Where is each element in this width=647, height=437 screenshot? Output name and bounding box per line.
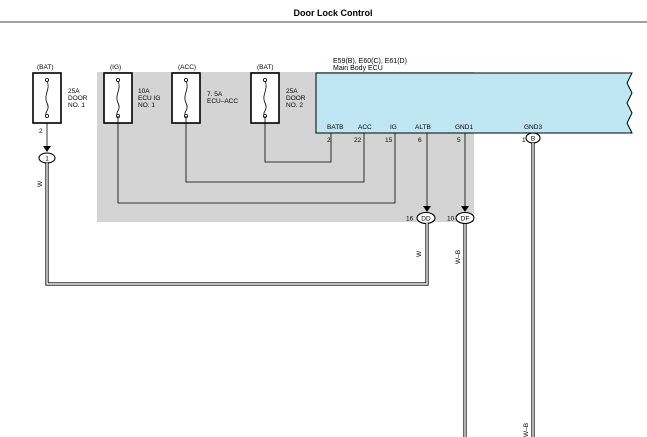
fuse4-name2: NO. 2 bbox=[286, 102, 303, 109]
diagram-title: Door Lock Control bbox=[294, 8, 373, 18]
terminal-gnd1: GND1 bbox=[455, 124, 473, 131]
fuse2-name2: NO. 1 bbox=[138, 102, 155, 109]
fuse1-terminal-top bbox=[45, 78, 50, 83]
terminal-altb: ALTB bbox=[415, 124, 431, 131]
wire-label-w-mid: W bbox=[416, 250, 423, 257]
junction-connector-label: 1 bbox=[45, 156, 49, 163]
pin-ig: 15 bbox=[385, 137, 393, 144]
fuse4-name1: DOOR bbox=[286, 95, 306, 102]
pin-batb: 2 bbox=[327, 137, 331, 144]
wire-w-loop-core bbox=[46, 163, 428, 285]
fuse3-terminal-top bbox=[183, 78, 188, 83]
pin-acc: 22 bbox=[354, 137, 362, 144]
fuse1-element-icon bbox=[45, 80, 49, 116]
arrow-icon bbox=[461, 206, 469, 212]
fuse1-pin: 2 bbox=[39, 128, 43, 135]
main-body-ecu bbox=[315, 72, 633, 134]
fuse1-rating: 25A bbox=[68, 88, 80, 95]
fuse2-source: (IG) bbox=[110, 64, 121, 71]
fuse2-rating: 10A bbox=[138, 88, 150, 95]
wire-door-no2-to-batb bbox=[264, 116, 332, 163]
fuse4-element-icon bbox=[263, 80, 267, 116]
arrow-icon bbox=[423, 206, 431, 212]
terminal-gnd3: GND3 bbox=[524, 124, 542, 131]
fuse1-name1: DOOR bbox=[68, 95, 88, 102]
pin-gnd3: 1 bbox=[522, 137, 526, 144]
terminal-ig: IG bbox=[390, 124, 397, 131]
arrow-icon bbox=[43, 146, 51, 152]
fuse1-name2: NO. 1 bbox=[68, 102, 85, 109]
fuse2-terminal-top bbox=[116, 78, 121, 83]
connector-df bbox=[455, 211, 475, 225]
terminal-batb: BATB bbox=[327, 124, 344, 131]
connector-df-pin: 10 bbox=[447, 216, 455, 223]
fuse2-element-icon bbox=[116, 80, 120, 116]
fuse3-source: (ACC) bbox=[178, 64, 196, 71]
fuse1-terminal-bottom bbox=[45, 114, 50, 119]
fuse4-terminal-top bbox=[262, 78, 267, 83]
fuse3-rating: 7. 5A bbox=[207, 91, 223, 98]
connector-dd-label: DD bbox=[421, 216, 431, 223]
wire-ecu-ig-to-ig bbox=[117, 116, 396, 204]
ecu-connectors: E59(B), E60(C), E61(D) bbox=[333, 58, 407, 65]
connector-df-label: DF bbox=[461, 216, 470, 223]
fuse4-source: (BAT) bbox=[257, 64, 274, 71]
pin-gnd1: 5 bbox=[457, 137, 461, 144]
fuse4-rating: 25A bbox=[286, 88, 298, 95]
wire-label-w-b-right: W–B bbox=[523, 423, 530, 437]
fuse2-name1: ECU IG bbox=[138, 95, 160, 102]
fuse1-source: (BAT) bbox=[37, 64, 54, 71]
terminal-acc: ACC bbox=[358, 124, 372, 131]
connector-b-label: B bbox=[531, 136, 535, 143]
ecu-name: Main Body ECU bbox=[333, 65, 383, 72]
fuse3-name1: ECU–ACC bbox=[207, 98, 238, 105]
fuse3-element-icon bbox=[184, 80, 188, 116]
pin-altb: 6 bbox=[418, 137, 422, 144]
wire-label-w-b-mid: W–B bbox=[455, 250, 462, 264]
wire-label-w-left: W bbox=[37, 180, 44, 187]
connector-dd-pin: 16 bbox=[406, 216, 414, 223]
wire-ecu-acc-to-acc bbox=[185, 116, 365, 183]
